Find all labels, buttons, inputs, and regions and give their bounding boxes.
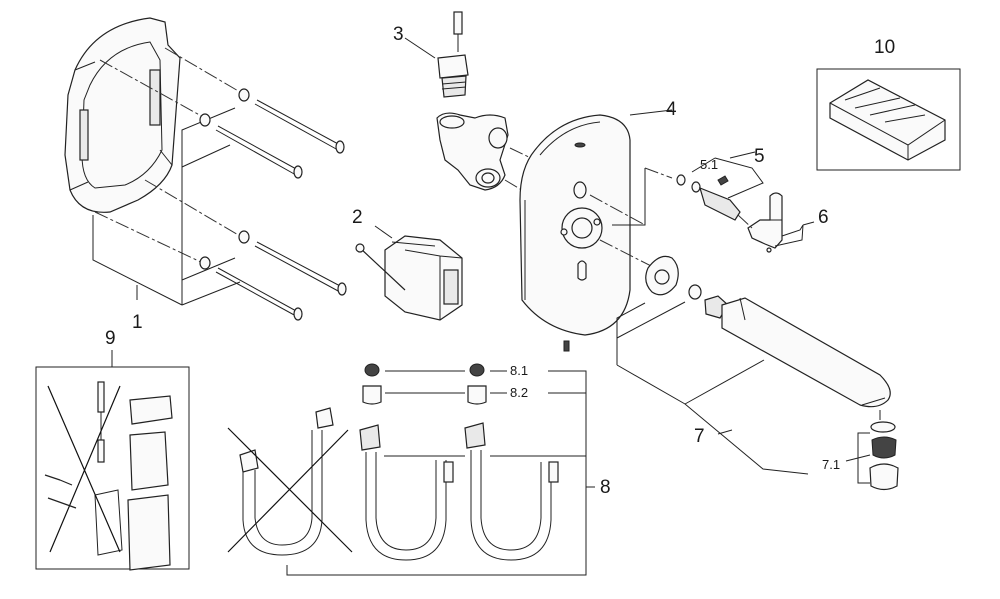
callout-5-1: 5.1	[700, 157, 719, 172]
part-7-1-aerator	[845, 410, 899, 491]
part-9-sensor-kit-box	[35, 350, 190, 571]
callout-8: 8	[600, 477, 611, 498]
callout-4: 4	[666, 99, 677, 120]
callout-6: 6	[818, 207, 829, 228]
part-4-cover-plate	[519, 109, 673, 352]
part-1-assembly-lines	[92, 47, 241, 306]
valve-body	[436, 112, 536, 193]
callout-3: 3	[393, 24, 404, 45]
callout-7-1: 7.1	[822, 457, 841, 472]
part-5-cartridge	[612, 151, 764, 226]
part-8-hoses	[227, 363, 595, 576]
part-7-spout	[616, 295, 891, 475]
callout-8-2: 8.2	[510, 385, 529, 400]
callout-5: 5	[754, 146, 765, 167]
part-6-lever	[737, 192, 815, 253]
callout-7: 7	[694, 426, 705, 447]
part-1-screws	[199, 88, 347, 321]
callout-9: 9	[105, 328, 116, 349]
part-3-solenoid	[404, 11, 469, 98]
part-2-transformer	[355, 225, 463, 321]
callout-8-1: 8.1	[510, 363, 529, 378]
callout-2: 2	[352, 207, 363, 228]
callout-1: 1	[132, 312, 143, 333]
part-10-remote-box	[816, 68, 961, 171]
part-1-mounting-frame	[64, 17, 181, 213]
callout-10: 10	[874, 37, 896, 58]
escutcheon-disc	[616, 255, 702, 365]
